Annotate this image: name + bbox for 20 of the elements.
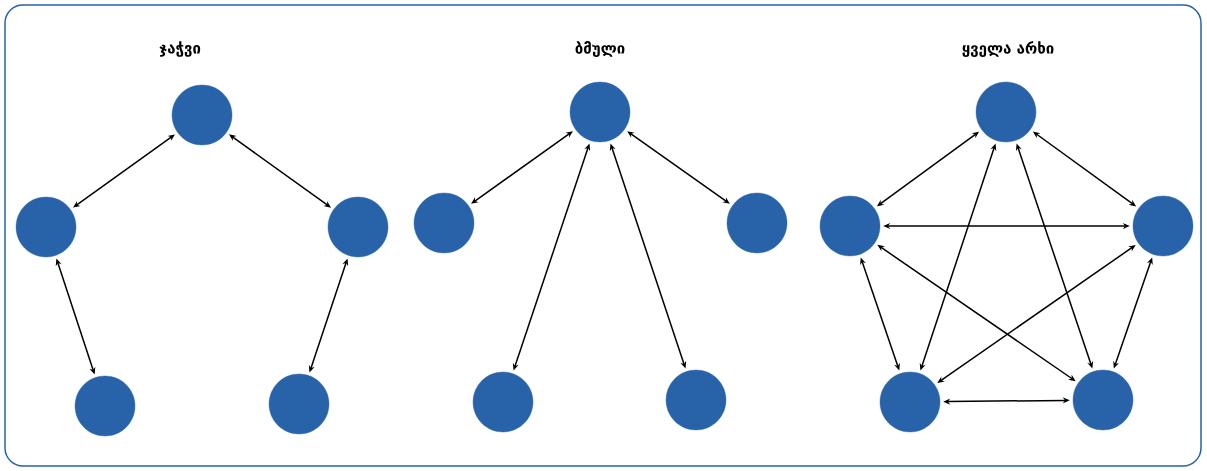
arrow <box>627 131 730 204</box>
circle-node <box>819 195 881 257</box>
circle-node <box>327 196 389 258</box>
panel-title: ბმული <box>575 41 625 57</box>
circle-node <box>74 375 136 437</box>
circle-node <box>879 371 941 433</box>
circle-node <box>1072 369 1134 431</box>
panel-title: ყველა არხი <box>962 41 1054 57</box>
circle-node <box>413 192 475 254</box>
circle-node <box>268 373 330 435</box>
circle-node <box>472 371 534 433</box>
circle-node <box>15 196 77 258</box>
circle-node <box>569 81 631 143</box>
circle-node <box>975 81 1037 143</box>
circle-node <box>1132 195 1194 257</box>
arrow <box>471 131 573 204</box>
circle-node <box>726 192 788 254</box>
circle-node <box>665 369 727 431</box>
circle-node <box>171 84 233 146</box>
panel-title: ჯაჭვი <box>159 41 201 57</box>
